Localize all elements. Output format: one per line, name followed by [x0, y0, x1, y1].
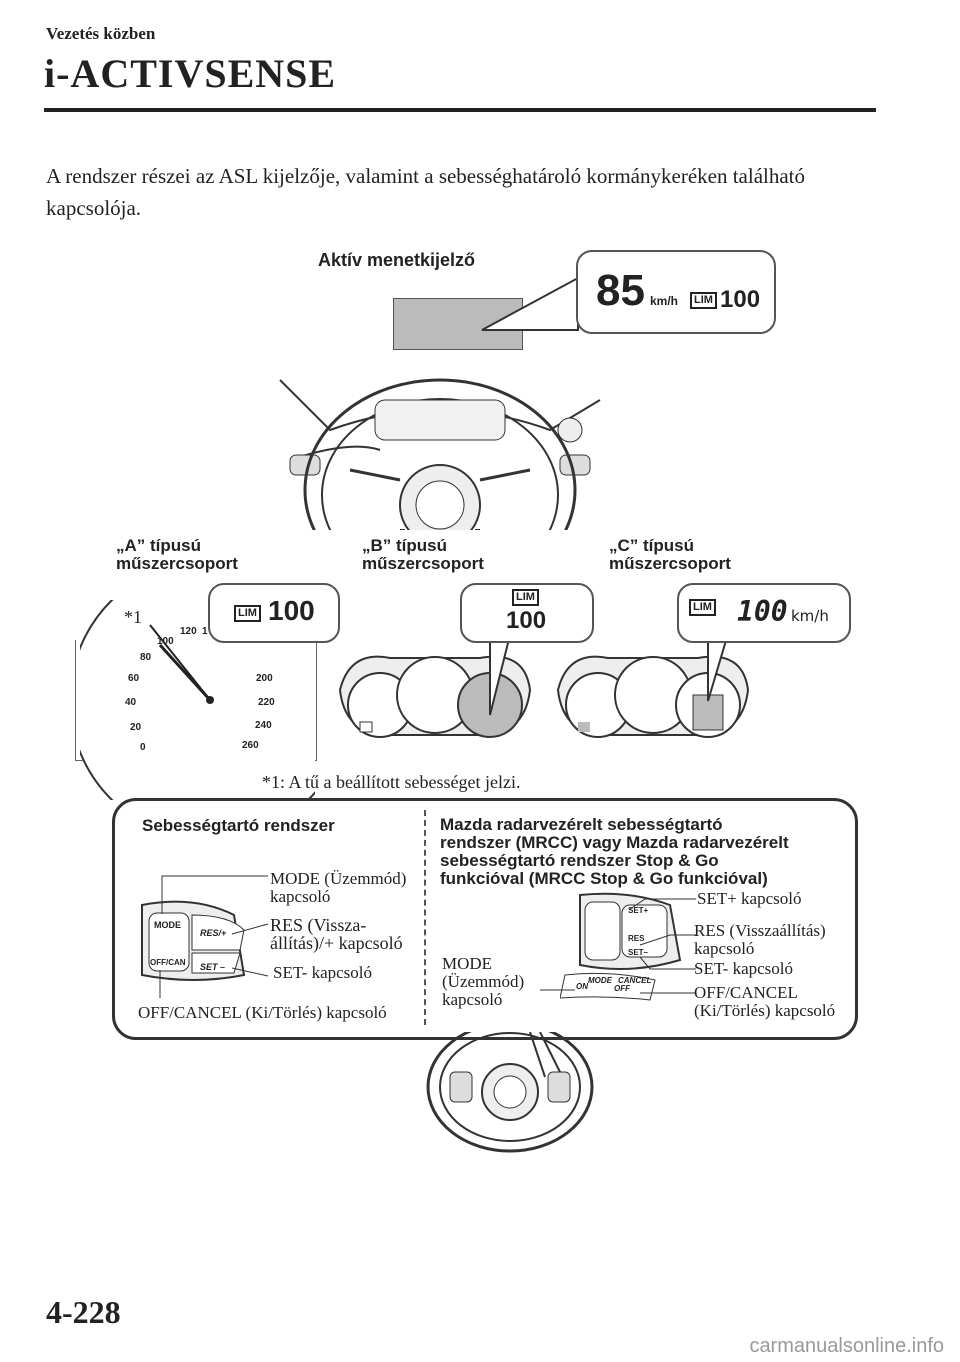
- speed-unit: km/h: [650, 294, 679, 308]
- left-set-label: SET- kapcsoló: [273, 963, 373, 982]
- btn-on: ON: [576, 982, 588, 991]
- footnote: *1: A tű a beállított sebességet jelzi.: [262, 772, 521, 792]
- active-display-callout: 85 km/h LIM 100: [576, 250, 776, 334]
- cluster-b-illustration: [338, 655, 532, 738]
- steering-wheel-illustration: [426, 1032, 594, 1153]
- btn-cancel: CANCEL: [618, 976, 652, 985]
- lim-icon: LIM: [690, 292, 717, 309]
- right-leader-lines: [540, 898, 696, 994]
- btn-setminus: SET–: [628, 948, 649, 957]
- left-mode-label: MODE (Üzemmód)kapcsoló: [270, 869, 407, 906]
- mrcc-switch-illustration: [560, 892, 682, 1001]
- lim-icon: LIM: [234, 605, 261, 622]
- btn-res-plus: RES/+: [200, 928, 227, 938]
- speedometer-gauge: [80, 600, 315, 800]
- tick-0: 0: [140, 742, 146, 753]
- section-header: Vezetés közben: [46, 24, 156, 43]
- right-setplus-label: SET+ kapcsoló: [697, 889, 802, 908]
- callout-wedge: [481, 276, 579, 331]
- tick-40: 40: [125, 697, 137, 708]
- cluster-a-display: LIM 100: [208, 583, 340, 643]
- tick-1: 1: [202, 626, 208, 637]
- tick-100: 100: [157, 636, 174, 647]
- tick-80: 80: [140, 652, 152, 663]
- cruise-control-title: Sebességtartó rendszer: [142, 816, 335, 835]
- tick-260: 260: [242, 740, 259, 751]
- asterisk-marker: *1: [124, 607, 142, 627]
- cluster-b-display: LIM 100: [460, 583, 594, 643]
- page-title: i-ACTIVSENSE: [44, 51, 337, 96]
- btn-set-minus: SET –: [200, 962, 226, 972]
- btn-offcan: OFF/CAN: [150, 958, 186, 967]
- btn-res2: RES: [628, 934, 645, 943]
- lim-icon: LIM: [512, 589, 539, 606]
- cluster-c-limit: 100: [737, 595, 788, 628]
- right-mode-label: MODE(Üzemmód)kapcsoló: [442, 954, 525, 1009]
- lim-icon: LIM: [689, 599, 716, 616]
- switches-panel: [112, 798, 858, 1040]
- tick-120: 120: [180, 626, 197, 637]
- btn-setplus: SET+: [628, 906, 649, 915]
- cluster-c-illustration: [556, 655, 750, 738]
- right-off-label: OFF/CANCEL(Ki/Törlés) kapcsoló: [694, 983, 836, 1020]
- cluster-b-limit: 100: [506, 607, 547, 634]
- cruise-switch-illustration: [141, 900, 246, 981]
- dashboard-illustration: [279, 378, 601, 530]
- left-res-label: RES (Vissza-állítás)/+ kapcsoló: [270, 915, 403, 953]
- btn-mode: MODE: [154, 920, 181, 930]
- intro-paragraph: A rendszer részei az ASL kijelzője, vala…: [46, 164, 806, 220]
- cluster-c-display: LIM 100 km/h: [677, 583, 851, 643]
- tick-240: 240: [255, 720, 272, 731]
- page-number: 4-228: [46, 1294, 121, 1330]
- left-leader-lines: [159, 875, 269, 998]
- btn-off: OFF: [614, 984, 630, 993]
- right-set-label: SET- kapcsoló: [694, 959, 794, 978]
- cluster-c-unit: km/h: [791, 607, 829, 625]
- watermark: carmanualsonline.info: [749, 1335, 944, 1357]
- active-display-label: Aktív menetkijelző: [318, 250, 476, 270]
- tick-60: 60: [128, 673, 140, 684]
- btn-mode2: MODE: [588, 976, 612, 985]
- left-off-label: OFF/CANCEL (Ki/Törlés) kapcsoló: [138, 1003, 387, 1022]
- tick-200: 200: [256, 673, 273, 684]
- mrcc-title: Mazda radarvezérelt sebességtartó rendsz…: [440, 815, 789, 888]
- panel-divider: [424, 810, 426, 1025]
- right-res-label: RES (Visszaállítás)kapcsoló: [694, 921, 826, 958]
- tick-220: 220: [258, 697, 275, 708]
- title-divider: [44, 108, 876, 112]
- current-speed: 85: [596, 266, 645, 315]
- cluster-a-limit: 100: [268, 595, 315, 626]
- tick-20: 20: [130, 722, 142, 733]
- speed-limit: 100: [720, 286, 761, 313]
